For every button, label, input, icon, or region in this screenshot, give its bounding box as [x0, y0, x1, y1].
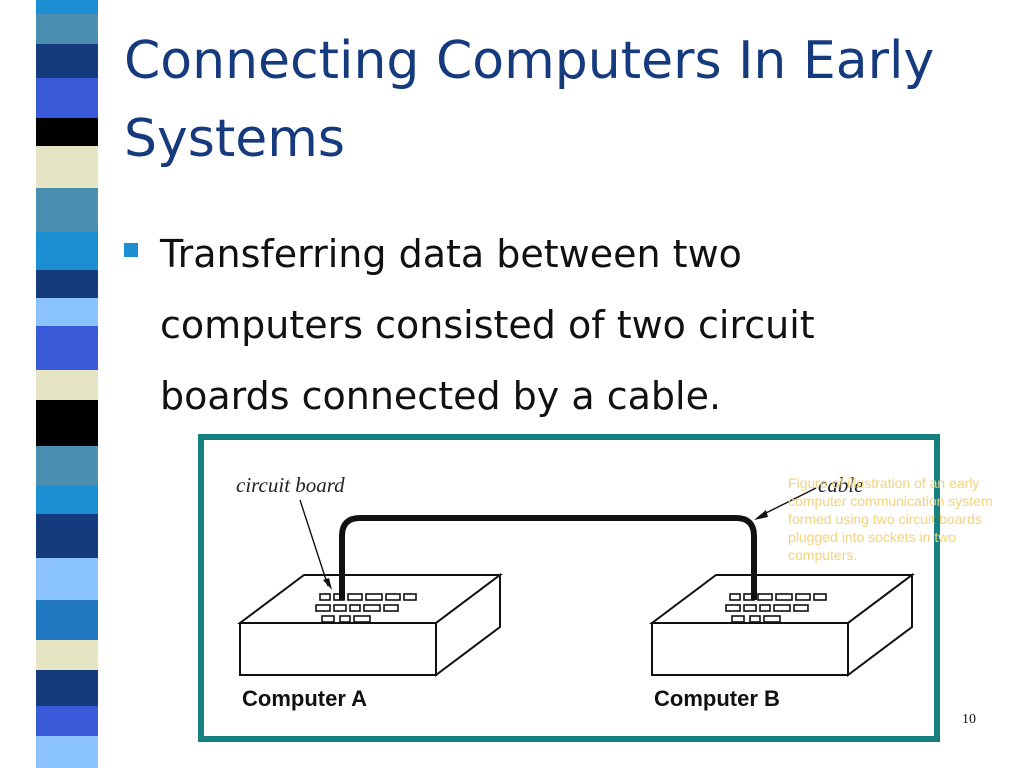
- figure-frame: circuit board cable Computer A Computer …: [198, 434, 940, 742]
- page-number: 10: [962, 712, 976, 727]
- computer-b-label: Computer B: [654, 686, 780, 711]
- cable: [339, 515, 757, 600]
- computer-a-box: [237, 573, 503, 677]
- computer-b-box: [649, 573, 915, 677]
- circuit-board-callout: circuit board: [236, 473, 345, 497]
- computer-connection-diagram: circuit board cable Computer A Computer …: [236, 473, 915, 711]
- cable-callout: cable: [818, 473, 863, 497]
- figure-alt-text: Figure of illustration of an early compu…: [788, 475, 993, 563]
- bullet-square-icon: [124, 243, 138, 257]
- bullet-text: Transferring data between two computers …: [160, 232, 815, 418]
- circuit-board-arrowhead: [323, 578, 332, 590]
- circuit-board-leader-line: [299, 499, 329, 587]
- slide-title: Connecting Computers In Early Systems: [124, 31, 935, 169]
- decorative-stripe-strip: [36, 0, 98, 768]
- cable-leader-line: [759, 487, 817, 517]
- computer-a-label: Computer A: [242, 686, 367, 711]
- cable-arrowhead: [754, 510, 768, 520]
